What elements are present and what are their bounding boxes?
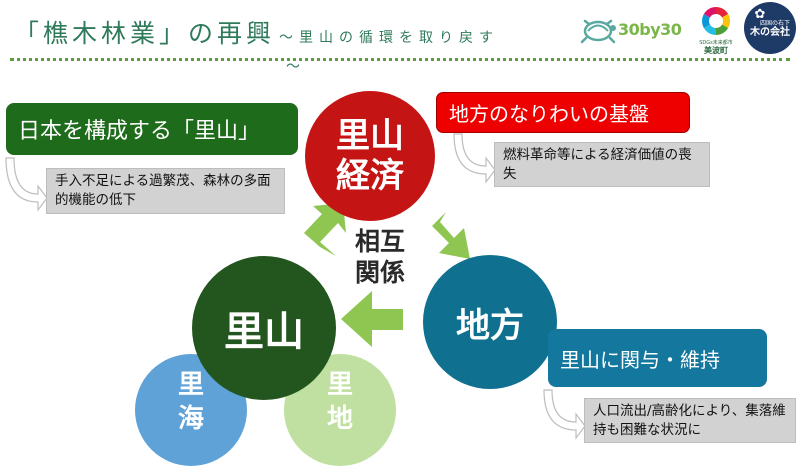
depopulation-note: 人口流出/高齢化により、集落維持も困難な状況に bbox=[584, 398, 796, 443]
flower-icon: ✿ bbox=[754, 7, 766, 22]
sdgs-town-logo: SDGs未来都市 美波町 bbox=[694, 6, 738, 55]
sdgs-wheel-icon bbox=[702, 7, 730, 35]
cycle-arrows bbox=[304, 203, 470, 347]
sdgs-town-name: 美波町 bbox=[704, 46, 728, 55]
curved-arrow-icon bbox=[543, 389, 586, 440]
satoyama-problem-note: 手入不足による過繁茂、森林の多面的機能の低下 bbox=[46, 168, 285, 214]
page-title: 「樵木林業」の再興 ～里山の循環を取り戻す bbox=[14, 14, 500, 48]
curved-arrow-icon bbox=[5, 157, 48, 212]
livelihood-foundation-box: 地方のなりわいの基盤 bbox=[436, 92, 690, 133]
satoyama-maintenance-title: 里山に関与・維持 bbox=[560, 347, 720, 372]
note-connectors bbox=[5, 133, 586, 440]
30by30-logo: 30by30 bbox=[618, 20, 682, 39]
circle-satoyama-economy: 里山 経済 bbox=[305, 91, 435, 221]
circle-satoyama-label: 里山 bbox=[224, 309, 304, 355]
circle-satoyama: 里山 bbox=[192, 256, 336, 400]
turtle-logo-icon bbox=[580, 19, 616, 44]
arrow-keizai-to-chiho bbox=[432, 212, 470, 259]
circle-satoyama-economy-label: 里山 経済 bbox=[336, 116, 404, 196]
mutual-relation-label: 相互 関係 bbox=[354, 227, 405, 287]
livelihood-foundation-title: 地方のなりわいの基盤 bbox=[449, 102, 649, 126]
circle-satoumi-label: 里 海 bbox=[177, 370, 204, 434]
header-divider bbox=[10, 58, 790, 61]
satoyama-maintenance-box: 里山に関与・維持 bbox=[548, 329, 767, 387]
arrow-chiho-to-satoyama bbox=[341, 291, 403, 347]
company-logo: ✿ 四国の右下 木の会社 bbox=[744, 2, 796, 54]
sdgs-town-caption: SDGs未来都市 bbox=[699, 40, 733, 46]
title-subtitle: ～里山の循環を取り戻す bbox=[279, 30, 500, 46]
satoyama-definition-box: 日本を構成する「里山」 bbox=[6, 103, 298, 155]
satoyama-definition-title: 日本を構成する「里山」 bbox=[18, 119, 261, 144]
title-continuation: ～ bbox=[286, 59, 300, 75]
economic-loss-note: 燃料革命等による経済価値の喪失 bbox=[494, 142, 710, 187]
company-logo-line2: 木の会社 bbox=[750, 27, 790, 38]
circle-satochi-label: 里 地 bbox=[326, 370, 353, 434]
title-main: 「樵木林業」の再興 bbox=[14, 19, 276, 48]
company-logo-line1: 四国の右下 bbox=[759, 20, 790, 27]
curved-arrow-icon bbox=[453, 133, 496, 184]
arrow-satoyama-to-keizai bbox=[304, 203, 346, 256]
circle-region-label: 地方 bbox=[456, 305, 524, 346]
circle-region: 地方 bbox=[423, 255, 557, 389]
